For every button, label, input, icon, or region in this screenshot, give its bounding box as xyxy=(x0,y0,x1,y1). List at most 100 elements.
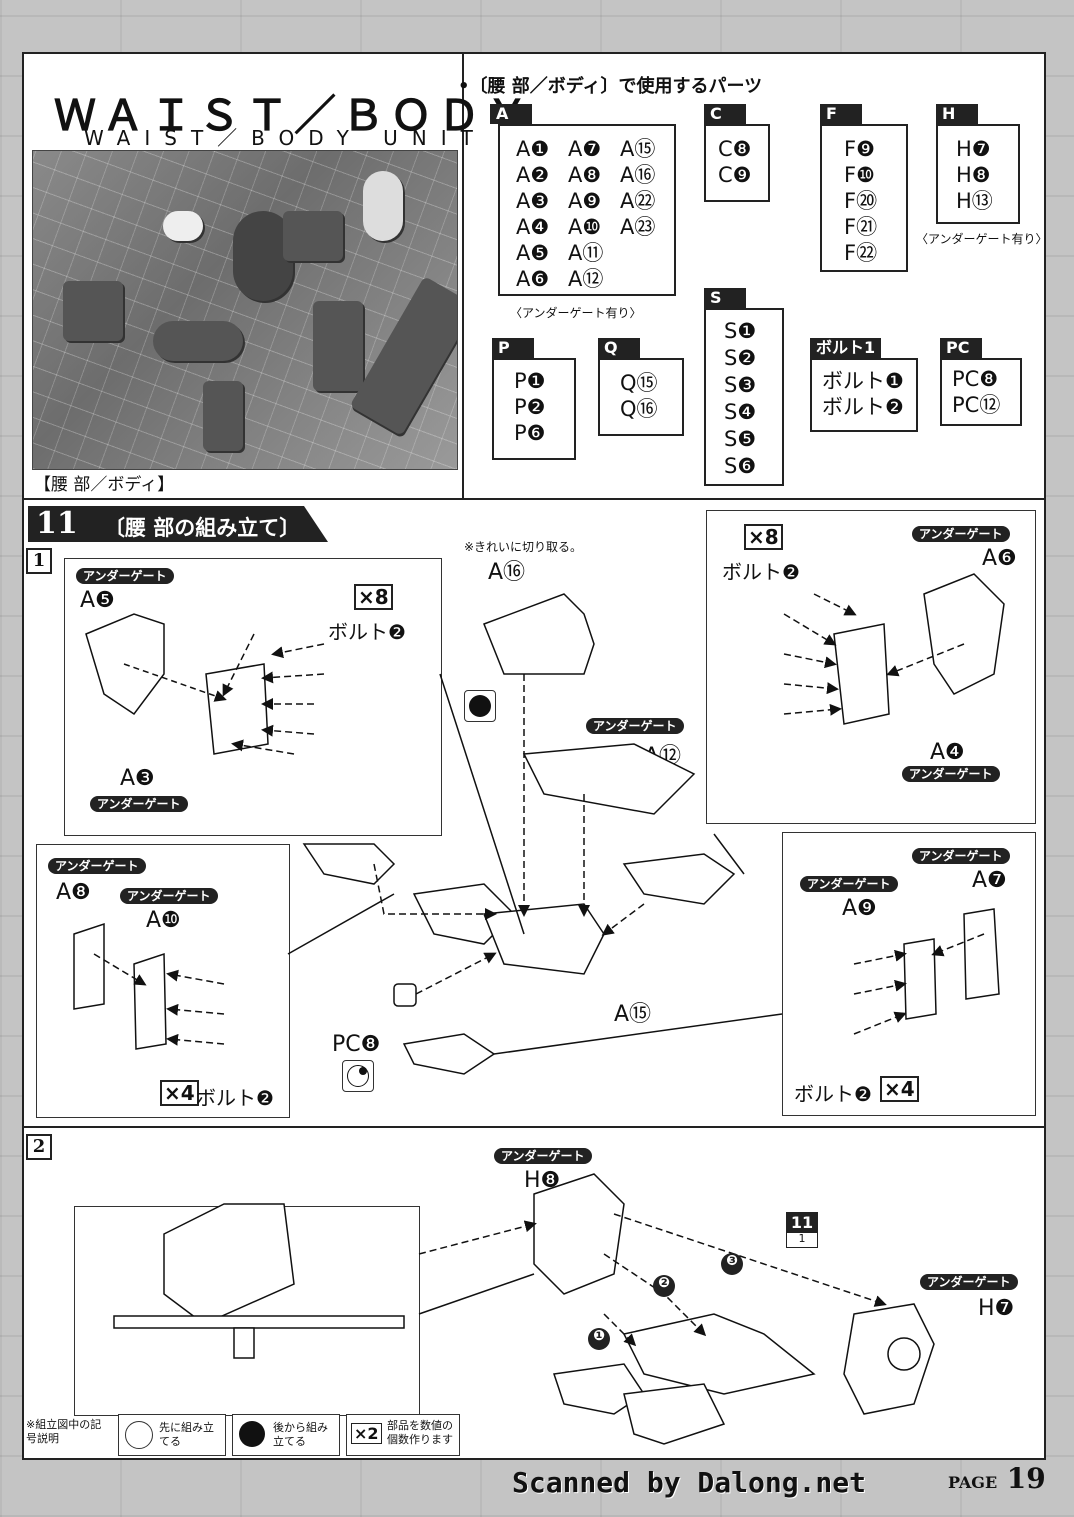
part-item: Q⑮ xyxy=(620,371,658,395)
joint-drawing xyxy=(887,1337,921,1371)
under-gate-badge: アンダーゲート xyxy=(920,1274,1018,1290)
part-a12-drawing xyxy=(522,743,696,815)
part-label-h7: H❼ xyxy=(978,1296,1015,1321)
under-gate-note: 〈アンダーゲート有り〉 xyxy=(510,306,642,320)
part-item: P❻ xyxy=(514,421,546,445)
page-number-value: 19 xyxy=(1006,1462,1046,1495)
body-part xyxy=(283,211,343,261)
assembly-arrows xyxy=(373,674,645,995)
part-item: A❽ xyxy=(568,163,602,187)
part-item: F㉑ xyxy=(844,215,878,239)
step-number: 11 xyxy=(36,506,78,541)
part-item: H⑬ xyxy=(956,189,993,213)
photo-caption: 【腰 部／ボディ】 xyxy=(34,475,175,495)
reference-substep: 1 xyxy=(798,1232,806,1245)
part-label-a9: A❾ xyxy=(842,896,877,921)
legend-after-text: 後から組み立てる xyxy=(273,1421,328,1448)
part-label-a10: A❿ xyxy=(146,908,181,933)
part-drawing xyxy=(623,1383,726,1445)
substep-1: 1 xyxy=(26,548,52,574)
assemble-first-icon xyxy=(342,1060,374,1092)
part-a9-drawing xyxy=(903,938,937,1020)
part-item: S❶ xyxy=(724,319,757,343)
parts-title: •〔腰 部／ボディ〕で使用するパーツ xyxy=(458,76,763,97)
clean-cut-note: ※きれいに切り取る。 xyxy=(464,540,583,554)
parts-tag-h: H xyxy=(936,104,978,124)
parts-tag-pc: PC xyxy=(940,338,982,358)
part-label-pc8: PC❽ xyxy=(332,1032,381,1057)
part-a4-drawing xyxy=(833,623,890,725)
reference-step: 11 xyxy=(787,1213,817,1233)
part-item: H❼ xyxy=(956,137,991,161)
part-a6-drawing xyxy=(923,573,1005,695)
multiplier-x4: ×4 xyxy=(160,1080,199,1106)
part-item: Q⑯ xyxy=(620,397,658,421)
body-part xyxy=(203,381,243,451)
part-item: A❼ xyxy=(568,137,602,161)
part-item: C❽ xyxy=(718,137,752,161)
step-title: 〔腰 部の組み立て〕 xyxy=(104,516,301,540)
part-item: C❾ xyxy=(718,163,752,187)
part-label-a8: A❽ xyxy=(56,880,91,905)
body-part xyxy=(313,301,363,391)
part-drawing xyxy=(302,843,396,885)
legend-first: 先に組み立てる xyxy=(118,1414,226,1456)
parts-box-s: S❶ S❷ S❸ S❹ S❺ S❻ xyxy=(704,308,784,486)
parts-box-q: Q⑮ Q⑯ xyxy=(598,358,684,436)
parts-box-a: A❶ A❼ A⑮ A❷ A❽ A⑯ A❸ A❾ A㉒ A❹ A❿ A㉓ A❺ A… xyxy=(498,124,676,296)
parts-box-p: P❶ P❷ P❻ xyxy=(492,358,576,460)
part-a15-drawing xyxy=(482,903,605,975)
assembly-drawings xyxy=(73,573,1005,1445)
part-item: P❶ xyxy=(514,369,546,393)
part-label-a7: A❼ xyxy=(972,868,1007,893)
parts-tag-c: C xyxy=(704,104,746,124)
part-item: A⑯ xyxy=(620,163,656,187)
parts-tag-a: A xyxy=(490,104,532,124)
bolt-arrows xyxy=(222,633,325,755)
part-label-a3: A❸ xyxy=(120,766,155,791)
part-label-a5: A❺ xyxy=(80,588,115,613)
part-label-a16: A⑯ xyxy=(488,560,526,585)
under-gate-badge: アンダーゲート xyxy=(800,876,898,892)
part-label-a4: A❹ xyxy=(930,740,965,765)
body-part xyxy=(363,171,403,241)
page-number: PAGE 19 xyxy=(948,1462,1046,1495)
bolt-label: ボルト❷ xyxy=(794,1082,872,1106)
body-part xyxy=(63,281,123,341)
part-a3-drawing xyxy=(205,663,269,755)
instruction-page: ＷＡＩＳＴ／ＢＯＤＹ WAIST／BODY UNIT 【腰 部／ボディ】 •〔腰… xyxy=(22,52,1048,1460)
part-item: A⑮ xyxy=(620,137,656,161)
base-assembly-drawing xyxy=(622,1313,816,1395)
page-title: WAIST／BODY UNIT xyxy=(84,126,487,150)
parts-tag-bolt: ボルト1 xyxy=(810,338,882,358)
part-h8-drawing xyxy=(533,1173,625,1295)
part-item: S❹ xyxy=(724,400,757,424)
bolt-arrows xyxy=(783,593,965,716)
under-gate-badge: アンダーゲート xyxy=(76,568,174,584)
assembly-arrows xyxy=(418,1213,887,1347)
step-reference-box: 11 1 xyxy=(786,1212,818,1248)
multiplier-x8: ×8 xyxy=(744,524,783,550)
part-a16-drawing xyxy=(483,593,595,675)
order-mark-2: ❷ xyxy=(658,1275,670,1291)
parts-tag-s: S xyxy=(704,288,746,308)
body-part xyxy=(153,321,243,361)
parts-tag-q: Q xyxy=(598,338,640,358)
divider xyxy=(24,1126,1044,1128)
legend-after: 後から組み立てる xyxy=(232,1414,340,1456)
assembled-peg-drawing xyxy=(233,1327,255,1359)
bolt-label: ボルト❷ xyxy=(328,620,406,644)
divider xyxy=(462,54,464,498)
under-gate-badge: アンダーゲート xyxy=(120,888,218,904)
part-label-a6: A❻ xyxy=(982,546,1017,571)
body-part xyxy=(163,211,203,241)
under-gate-badge: アンダーゲート xyxy=(48,858,146,874)
part-item: H❽ xyxy=(956,163,991,187)
part-drawing xyxy=(622,853,736,905)
under-gate-badge: アンダーゲート xyxy=(586,718,684,734)
assemble-after-icon xyxy=(464,690,496,722)
part-item: F⑳ xyxy=(844,189,878,213)
step-header: 11 〔腰 部の組み立て〕 xyxy=(28,506,328,542)
part-item: A⑪ xyxy=(568,241,604,265)
part-a8-drawing xyxy=(73,922,105,1010)
